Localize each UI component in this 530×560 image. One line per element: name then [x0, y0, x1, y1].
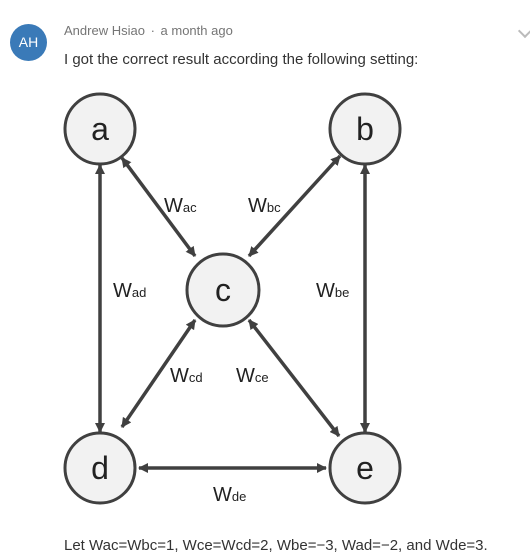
meta-separator: ·: [150, 23, 155, 38]
edge-b-c: [247, 154, 342, 258]
node-b-label: b: [356, 111, 374, 147]
network-diagram: a b c d e Wac Wbc Wad Wbe Wcd Wce Wde: [63, 89, 406, 509]
comment-text-result: Let Wac=Wbc=1, Wce=Wcd=2, Wbe=−3, Wad=−2…: [64, 537, 488, 554]
edge-label-de: Wde: [213, 484, 246, 506]
node-a: a: [63, 92, 137, 166]
comment-timestamp[interactable]: a month ago: [160, 23, 233, 38]
edge-label-bc: Wbc: [248, 195, 281, 217]
author-name[interactable]: Andrew Hsiao: [64, 23, 145, 38]
network-diagram-svg: a b c d e Wac Wbc Wad Wbe Wcd Wce Wde: [63, 92, 402, 506]
node-c-label: c: [215, 272, 231, 308]
edge-a-c: [120, 156, 197, 258]
comment-meta: Andrew Hsiao · a month ago: [64, 23, 233, 38]
node-e-label: e: [356, 450, 374, 486]
edge-label-be: Wbe: [316, 280, 349, 302]
comment-text-intro: I got the correct result according the f…: [64, 51, 419, 68]
node-d-label: d: [91, 450, 109, 486]
edge-label-ce: Wce: [236, 365, 269, 387]
node-c: c: [185, 252, 261, 328]
node-d: d: [63, 431, 137, 505]
edge-label-ac: Wac: [164, 195, 197, 217]
edge-label-ad: Wad: [113, 280, 146, 302]
node-a-label: a: [91, 111, 109, 147]
edge-c-e: [247, 318, 341, 438]
collapse-chevron-icon[interactable]: [517, 23, 530, 39]
node-e: e: [328, 431, 402, 505]
node-b: b: [328, 92, 402, 166]
edge-c-d: [120, 319, 197, 428]
edge-label-cd: Wcd: [170, 365, 203, 387]
avatar[interactable]: AH: [10, 24, 47, 61]
